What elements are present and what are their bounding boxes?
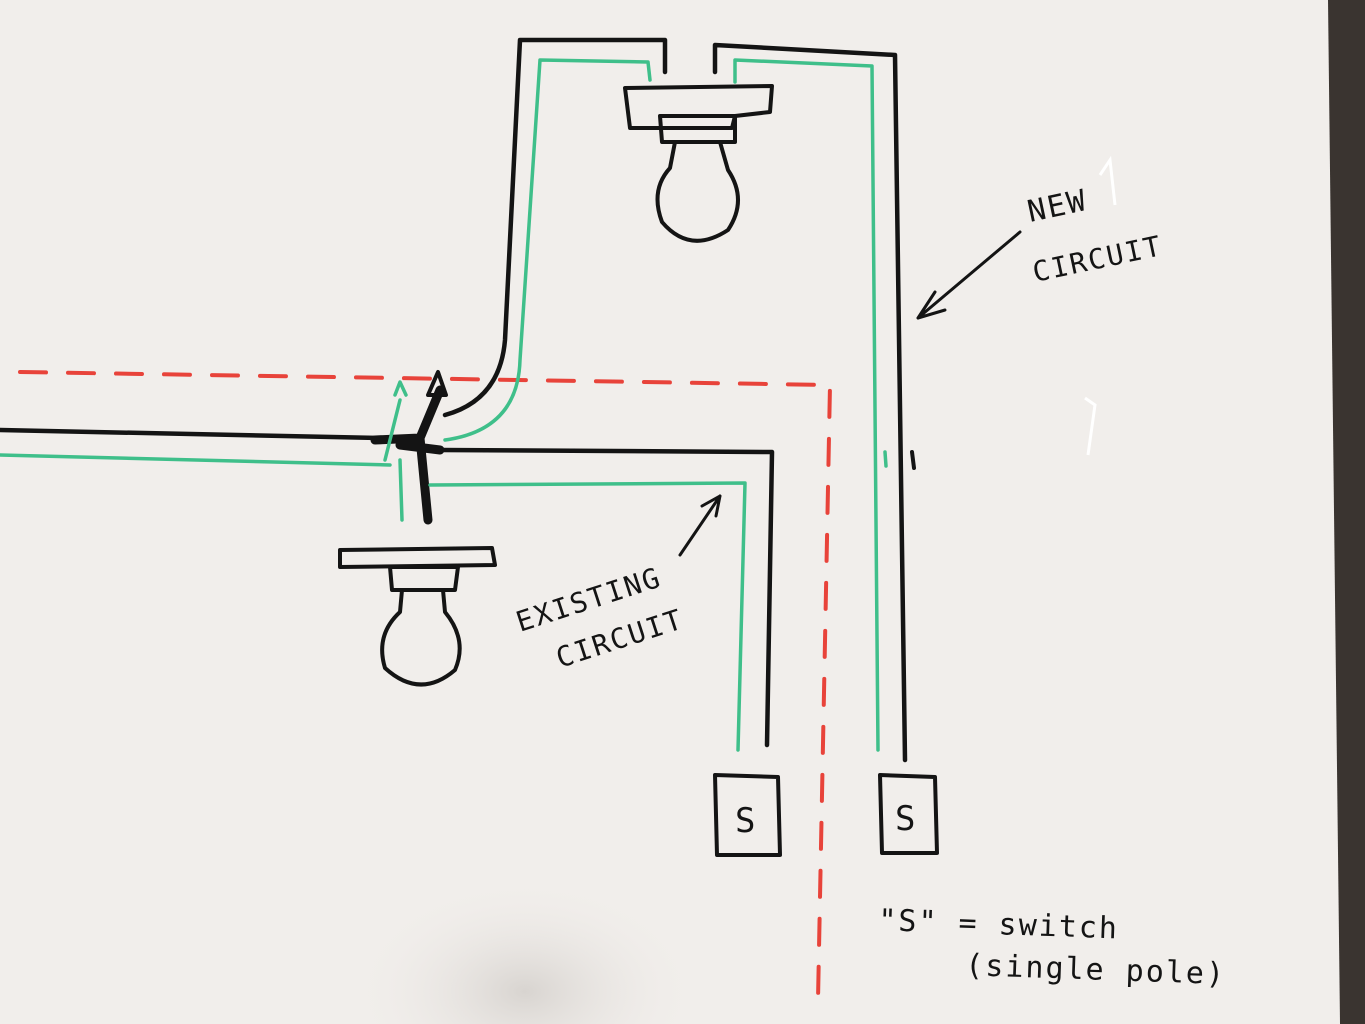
ceiling-line bbox=[18, 370, 833, 1002]
existing-fixture-socket bbox=[388, 565, 460, 592]
new-ground-wire-left bbox=[443, 58, 652, 442]
light-bulb-icon bbox=[380, 588, 462, 687]
new-hot-wire-right bbox=[712, 42, 908, 763]
paper-tear bbox=[1084, 155, 1117, 456]
feed-ground-wire bbox=[0, 453, 392, 467]
junction-arrow-up bbox=[426, 370, 448, 397]
hand-drawn-arrow-icon bbox=[916, 230, 1022, 320]
switch-label-right: S bbox=[895, 799, 917, 839]
existing-ground-wire bbox=[428, 481, 747, 752]
new-fixture bbox=[623, 84, 774, 243]
junction-ground bbox=[383, 380, 408, 522]
new-ground-wire-right bbox=[733, 58, 880, 752]
feed-hot-wire bbox=[0, 427, 383, 441]
switch-legend: "S" = switch (single pole) bbox=[878, 903, 1227, 992]
existing-hot-wire bbox=[437, 447, 775, 748]
switch-box-right: S bbox=[878, 773, 939, 855]
wire-mark-green bbox=[883, 450, 888, 468]
hand-drawn-arrow-icon bbox=[678, 494, 722, 557]
new-fixture-socket bbox=[658, 114, 737, 144]
wire-mark bbox=[910, 450, 916, 470]
legend-line1: "S" = switch bbox=[878, 903, 1120, 946]
existing-fixture bbox=[338, 546, 497, 687]
switch-label-left: S bbox=[735, 801, 757, 841]
paper-shadow bbox=[300, 700, 800, 1024]
new-hot-wire-left bbox=[442, 37, 668, 418]
existing-fixture-canopy bbox=[338, 546, 497, 569]
light-bulb-icon bbox=[655, 140, 740, 243]
switch-box-left: S bbox=[713, 773, 782, 857]
